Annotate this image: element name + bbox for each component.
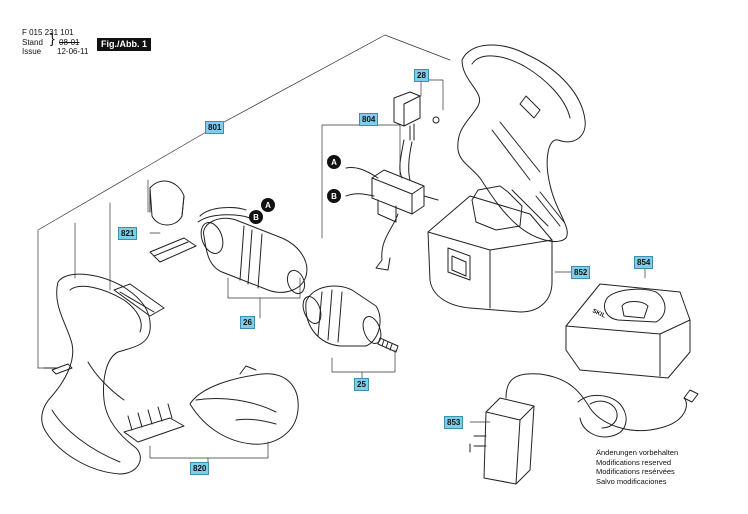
note-en: Modifications reserved <box>596 457 672 467</box>
power-adapter <box>469 373 699 485</box>
note-es: Salvo modificaciones <box>596 476 667 486</box>
label-25: 25 <box>354 378 369 391</box>
label-804: 804 <box>359 113 379 126</box>
figure-title: Fig./Abb. 1 <box>97 38 151 51</box>
battery-pack <box>427 185 553 313</box>
label-801: 801 <box>205 121 225 134</box>
label-820: 820 <box>190 462 210 475</box>
label-28: 28 <box>414 69 429 82</box>
contact-clip <box>113 283 165 317</box>
terminal-block <box>393 91 440 141</box>
keyless-chuck <box>302 285 382 347</box>
motor-gearbox <box>197 207 308 295</box>
label-853: 853 <box>444 416 464 429</box>
switch-assembly <box>345 139 439 271</box>
housing-half-left <box>41 273 151 475</box>
note-fr: Modifications resérvées <box>596 467 675 476</box>
bracket: } <box>50 30 55 46</box>
label-821: 821 <box>118 227 138 240</box>
old-date: 08-01 <box>59 38 80 47</box>
chuck-screw <box>377 337 399 353</box>
new-date: 12-06-11 <box>57 47 89 56</box>
charger-base <box>565 283 691 379</box>
note-de: Änderungen vorbehalten <box>596 448 679 457</box>
marker-a-switch <box>327 155 341 169</box>
marker-b-text: B <box>253 213 259 222</box>
marker-a-text: A <box>265 201 271 210</box>
stand-label: Stand <box>22 38 43 47</box>
marker-b-switch <box>327 189 341 203</box>
contact-comb <box>123 403 185 443</box>
label-854: 854 <box>634 256 654 269</box>
marker-a-switch-text: A <box>331 158 337 167</box>
marker-a <box>261 198 275 212</box>
label-852: 852 <box>571 266 591 279</box>
battery-clip <box>149 180 197 263</box>
issue-label: Issue <box>22 47 42 56</box>
charger-brand-text: SKIL <box>591 308 606 319</box>
reference-lines <box>37 34 646 466</box>
connector-markers <box>249 155 341 224</box>
label-26: 26 <box>240 316 255 329</box>
modification-notes: Änderungen vorbehalten Modifications res… <box>596 448 678 486</box>
part-number: F 015 231 101 <box>22 28 74 37</box>
battery-cover <box>189 365 299 445</box>
housing-half-right <box>457 44 586 242</box>
marker-b <box>249 210 263 224</box>
marker-b-switch-text: B <box>331 192 337 201</box>
